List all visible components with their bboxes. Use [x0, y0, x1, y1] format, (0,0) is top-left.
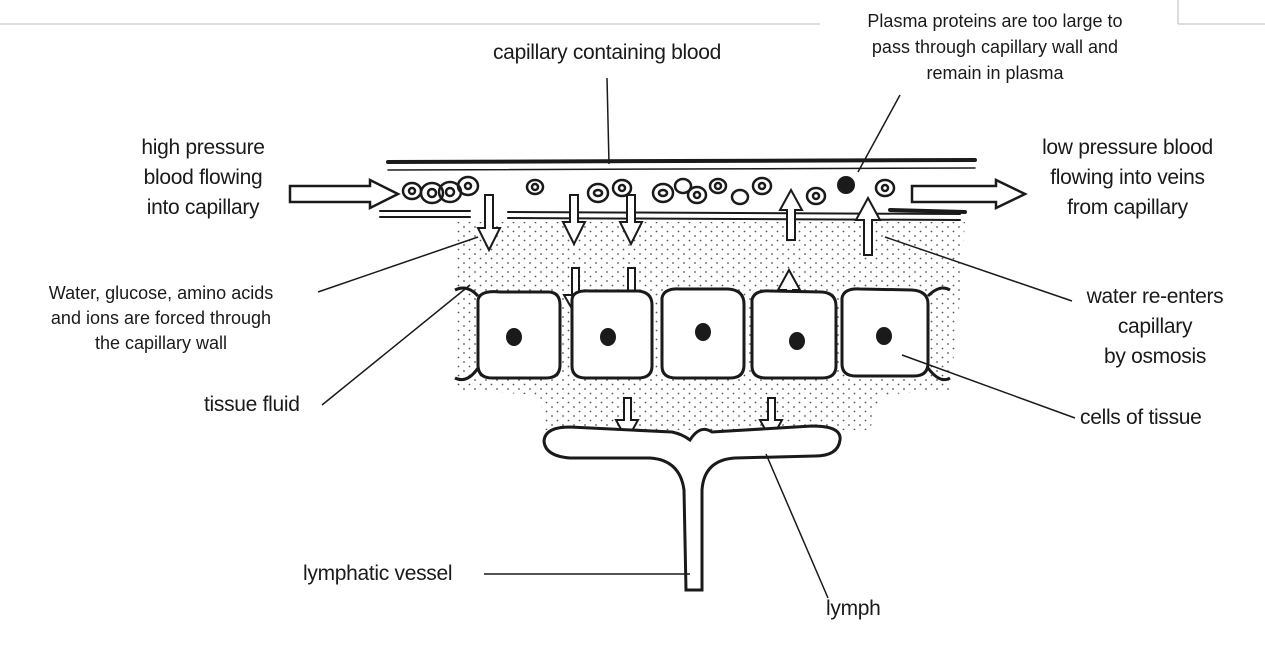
label-cells-of-tissue: cells of tissue [1080, 406, 1202, 429]
cell-nuclei [506, 323, 892, 350]
label-lymphatic-vessel: lymphatic vessel [303, 562, 453, 585]
blood-cells [401, 175, 896, 206]
label-plasma-proteins: Plasma proteins are too large to pass th… [867, 11, 1123, 83]
label-water-glucose: Water, glucose, amino acids and ions are… [48, 283, 274, 353]
plasma-protein-dot [837, 176, 855, 194]
flow-arrows [288, 177, 1028, 211]
label-low-pressure-blood: low pressure blood flowing into veins fr… [1042, 136, 1213, 219]
label-high-pressure-blood: high pressure blood flowing into capilla… [141, 136, 265, 219]
label-capillary-containing-blood: capillary containing blood [492, 41, 722, 64]
label-water-reenters: water re-enters capillary by osmosis [1086, 285, 1224, 368]
lymphatic-vessel-shape [542, 424, 842, 592]
label-lymph: lymph [826, 597, 881, 620]
label-tissue-fluid: tissue fluid [204, 393, 300, 416]
leader-lines [317, 77, 1076, 599]
capillary-walls [379, 158, 977, 221]
